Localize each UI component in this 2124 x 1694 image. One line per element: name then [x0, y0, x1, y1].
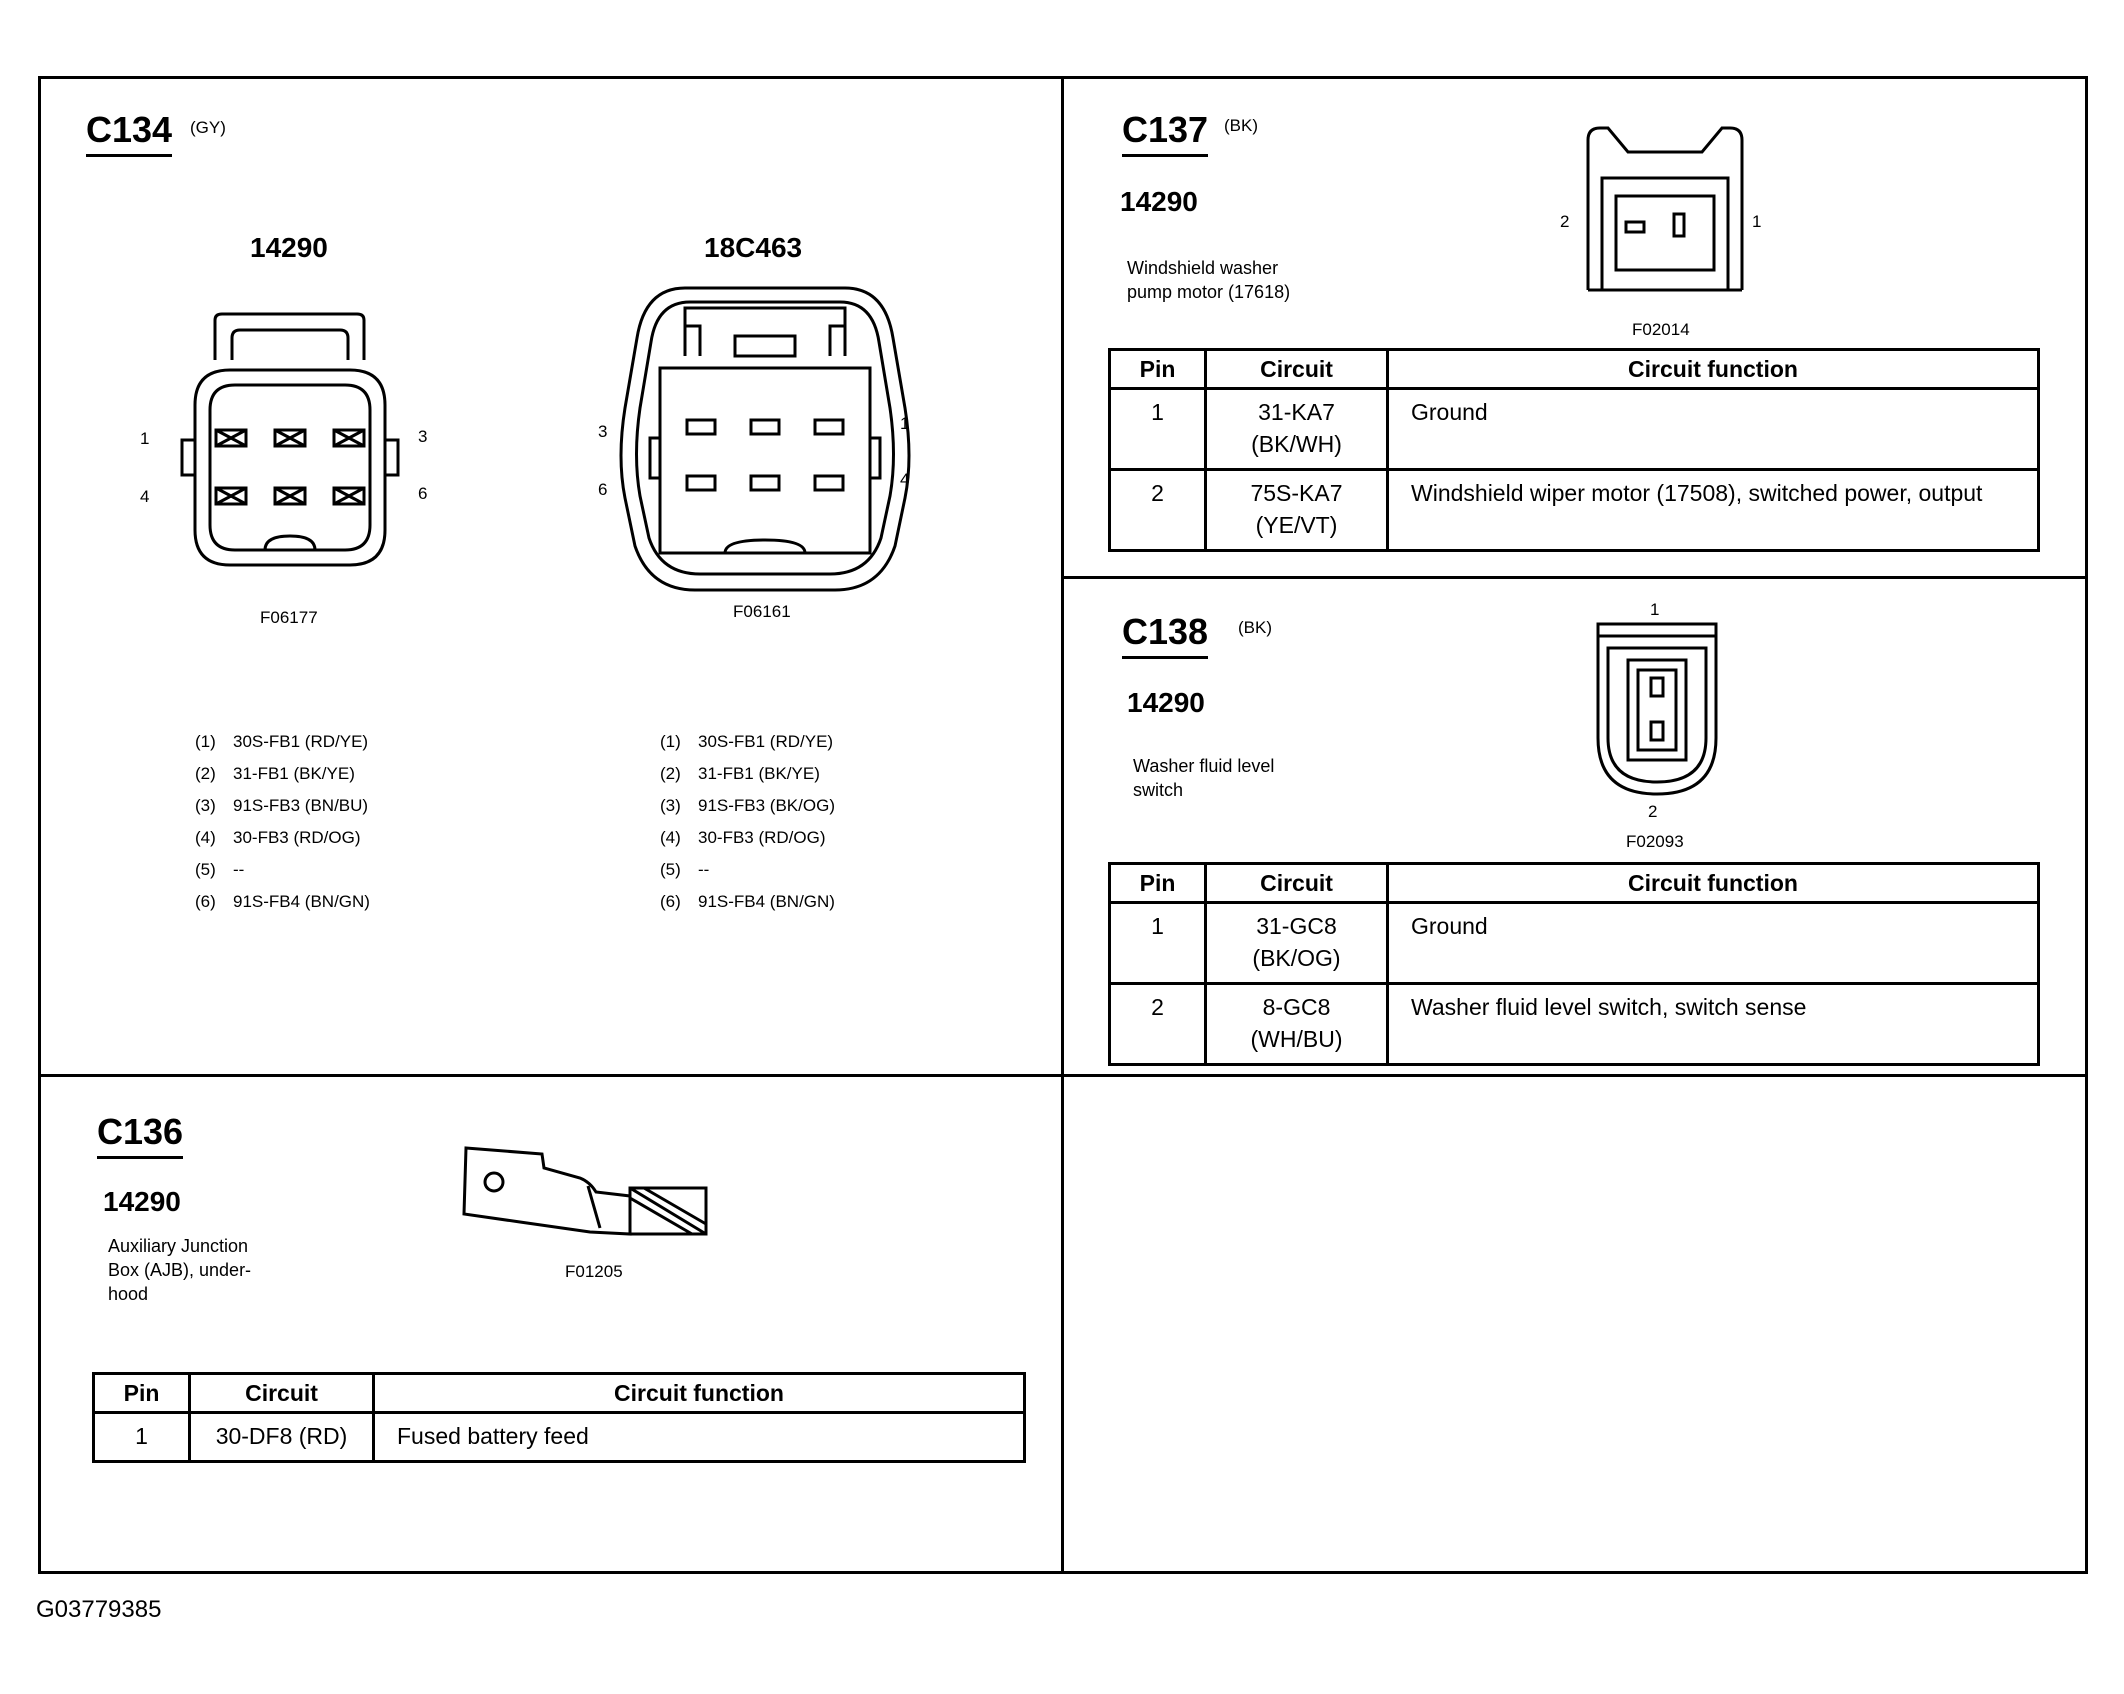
pin-label: 2 — [1560, 212, 1570, 231]
cell-pin: 1 — [92, 1411, 191, 1463]
cell-circuit: 75S-KA7(YE/VT) — [1204, 468, 1389, 552]
cell-function: Ground — [1386, 901, 2040, 985]
cell-pin: 1 — [1108, 387, 1207, 471]
vertical-divider — [1061, 76, 1064, 1574]
header-pin: Pin — [1108, 348, 1207, 390]
pin-label: 4 — [140, 487, 150, 506]
pin-circuit-item: (1)30S-FB1 (RD/YE) — [195, 732, 369, 751]
right-horizontal-divider-upper — [1061, 576, 2088, 579]
connector-color: (BK) — [1238, 618, 1272, 637]
pin-circuit-item: (2)31-FB1 (BK/YE) — [660, 764, 820, 783]
cell-function: Ground — [1386, 387, 2040, 471]
pin-label: 3 — [598, 422, 608, 441]
pin-circuit-item: (4)30-FB3 (RD/OG) — [660, 828, 826, 847]
cell-pin: 2 — [1108, 982, 1207, 1066]
connector-id: C138 — [1122, 612, 1209, 659]
pin-label: 1 — [900, 414, 910, 433]
header-function: Circuit function — [1386, 348, 2040, 390]
figure-id: F02014 — [1632, 320, 1690, 339]
pin-label: 4 — [900, 470, 910, 489]
table-row: 2 8-GC8(WH/BU) Washer fluid level switch… — [1108, 982, 2040, 1066]
connector-face-c138 — [1596, 622, 1718, 796]
header-function: Circuit function — [372, 1372, 1026, 1414]
pin-label: 1 — [1650, 600, 1660, 619]
part-number: 14290 — [1120, 186, 1198, 217]
pin-label: 6 — [418, 484, 428, 503]
header-pin: Pin — [1108, 862, 1207, 904]
connector-face-18C463 — [619, 286, 911, 592]
terminal-drawing-c136 — [462, 1146, 708, 1236]
figure-id: F01205 — [565, 1262, 623, 1281]
pin-table-c138: Pin Circuit Circuit function 1 31-GC8(BK… — [1108, 862, 2040, 1066]
part-number: 14290 — [103, 1186, 181, 1217]
table-row: 2 75S-KA7(YE/VT) Windshield wiper motor … — [1108, 468, 2040, 552]
cell-function: Windshield wiper motor (17508), switched… — [1386, 468, 2040, 552]
pin-label: 3 — [418, 427, 428, 446]
cell-pin: 2 — [1108, 468, 1207, 552]
connector-color: (BK) — [1224, 116, 1258, 135]
pin-table-c137: Pin Circuit Circuit function 1 31-KA7(BK… — [1108, 348, 2040, 552]
pin-circuit-item: (5)-- — [195, 860, 245, 879]
cell-function: Washer fluid level switch, switch sense — [1386, 982, 2040, 1066]
cell-circuit: 31-KA7(BK/WH) — [1204, 387, 1389, 471]
table-row: 1 30-DF8 (RD) Fused battery feed — [92, 1411, 1026, 1463]
part-number: 14290 — [1127, 687, 1205, 718]
connector-id: C134 — [86, 110, 173, 157]
header-circuit: Circuit — [1204, 862, 1389, 904]
pin-circuit-item: (3)91S-FB3 (BN/BU) — [195, 796, 369, 815]
figure-id: F06177 — [260, 608, 318, 627]
connector-face-14290 — [180, 312, 400, 567]
connector-face-c137 — [1586, 126, 1744, 292]
part-number: 14290 — [250, 232, 328, 263]
pin-circuit-item: (1)30S-FB1 (RD/YE) — [660, 732, 834, 751]
cell-function: Fused battery feed — [372, 1411, 1026, 1463]
pin-circuit-list-14290: (1)30S-FB1 (RD/YE) (2)31-FB1 (BK/YE) (3)… — [195, 726, 370, 918]
cell-circuit: 30-DF8 (RD) — [188, 1411, 375, 1463]
left-horizontal-divider — [38, 1074, 1064, 1077]
pin-circuit-item: (3)91S-FB3 (BK/OG) — [660, 796, 835, 815]
header-circuit: Circuit — [1204, 348, 1389, 390]
cell-circuit: 31-GC8(BK/OG) — [1204, 901, 1389, 985]
pin-circuit-item: (6)91S-FB4 (BN/GN) — [195, 892, 370, 911]
right-horizontal-divider-lower — [1061, 1074, 2088, 1077]
header-pin: Pin — [92, 1372, 191, 1414]
pin-circuit-item: (6)91S-FB4 (BN/GN) — [660, 892, 835, 911]
header-function: Circuit function — [1386, 862, 2040, 904]
part-number: 18C463 — [704, 232, 803, 263]
connector-id: C137 — [1122, 110, 1209, 157]
cell-pin: 1 — [1108, 901, 1207, 985]
table-row: 1 31-KA7(BK/WH) Ground — [1108, 387, 2040, 471]
table-row: 1 31-GC8(BK/OG) Ground — [1108, 901, 2040, 985]
pin-label: 1 — [1752, 212, 1762, 231]
pin-circuit-item: (2)31-FB1 (BK/YE) — [195, 764, 355, 783]
header-circuit: Circuit — [188, 1372, 375, 1414]
document-id: G03779385 — [36, 1596, 162, 1623]
connector-id: C136 — [97, 1112, 184, 1159]
table-header-row: Pin Circuit Circuit function — [92, 1372, 1026, 1414]
connector-color: (GY) — [190, 118, 226, 137]
pin-circuit-item: (5)-- — [660, 860, 710, 879]
pin-label: 6 — [598, 480, 608, 499]
table-header-row: Pin Circuit Circuit function — [1108, 348, 2040, 390]
pin-circuit-list-18C463: (1)30S-FB1 (RD/YE) (2)31-FB1 (BK/YE) (3)… — [660, 726, 835, 918]
pin-label: 1 — [140, 429, 150, 448]
figure-id: F06161 — [733, 602, 791, 621]
pin-table-c136: Pin Circuit Circuit function 1 30-DF8 (R… — [92, 1372, 1026, 1463]
pin-circuit-item: (4)30-FB3 (RD/OG) — [195, 828, 361, 847]
pin-label: 2 — [1648, 802, 1658, 821]
table-header-row: Pin Circuit Circuit function — [1108, 862, 2040, 904]
cell-circuit: 8-GC8(WH/BU) — [1204, 982, 1389, 1066]
figure-id: F02093 — [1626, 832, 1684, 851]
